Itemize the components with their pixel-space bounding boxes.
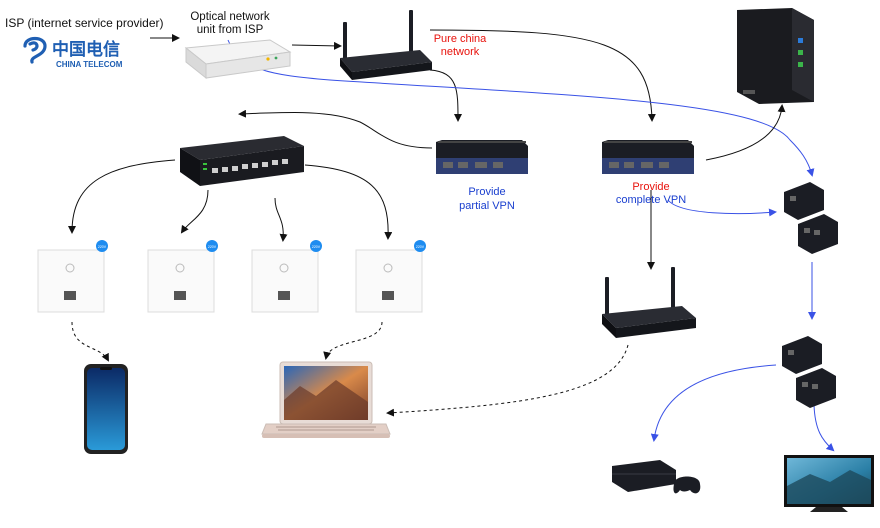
edge-router-complete	[429, 29, 656, 122]
edge-switch-ap3	[274, 197, 288, 242]
complete-vpn-node: Provide complete VPN	[602, 140, 694, 206]
edge-complete-nas	[705, 104, 786, 161]
ap-badge: 220V	[312, 245, 321, 249]
ap-badge: 220V	[98, 245, 107, 249]
powerline-adapter-bottom	[782, 336, 836, 408]
edge-ap1-phone	[71, 321, 109, 362]
china-telecom-logo: 中国电信 CHINA TELECOM	[23, 36, 123, 69]
complete-vpn-label-line2: complete VPN	[616, 194, 686, 206]
network-switch	[180, 136, 304, 186]
router-main-label-line1: Pure china	[434, 33, 487, 45]
nas-device	[737, 8, 814, 104]
mini-pc-icon	[436, 140, 528, 174]
game-console	[612, 460, 701, 494]
wall-access-point-1: 220V	[37, 240, 108, 313]
router-main-label-line2: network	[441, 46, 480, 58]
ont-label-line2: unit from ISP	[197, 24, 264, 36]
wall-access-point-4: 220V	[355, 240, 426, 313]
isp-node: ISP (internet service provider) 中国电信 CHI…	[5, 16, 164, 69]
isp-label: ISP (internet service provider)	[5, 16, 164, 30]
partial-vpn-label-line1: Provide	[468, 186, 505, 198]
router-main: Pure china network	[340, 10, 487, 80]
edge-complete-powerline-blue	[667, 199, 777, 217]
powerline-adapter-top	[784, 182, 838, 254]
laptop	[261, 361, 391, 438]
router-secondary	[602, 267, 696, 338]
gamepad	[673, 476, 701, 494]
edge-ap4-laptop	[323, 321, 383, 360]
edge-switch-ap2	[180, 189, 209, 234]
edge-switch-ap1	[68, 159, 176, 234]
wall-access-point-3: 220V	[251, 240, 322, 313]
edge-partial-switch	[238, 109, 433, 149]
edge-switch-ap4	[304, 164, 393, 240]
smartphone	[84, 364, 128, 454]
wall-access-point-2: 220V	[147, 240, 218, 313]
ont-label-line1: Optical network	[190, 11, 270, 23]
router-icon	[340, 10, 432, 80]
partial-vpn-label-line2: partial VPN	[459, 200, 515, 212]
edge-powerline-console	[650, 364, 777, 442]
ont-device	[184, 39, 292, 80]
ap-badge: 220V	[208, 245, 217, 249]
ap-badge: 220V	[416, 245, 425, 249]
television	[784, 455, 874, 512]
complete-vpn-label-line1: Provide	[632, 181, 669, 193]
partial-vpn-node: Provide partial VPN	[436, 140, 528, 212]
ont-node: Optical network unit from ISP	[184, 11, 292, 80]
connectors	[68, 29, 835, 452]
edge-ont-powerline-blue	[227, 39, 815, 177]
edge-powerline-tv	[813, 404, 835, 452]
mini-pc-icon	[602, 140, 694, 174]
edge-ont-router	[291, 41, 342, 50]
edge-router-partial	[429, 69, 462, 122]
logo-en-text: CHINA TELECOM	[56, 60, 123, 69]
logo-cn-text: 中国电信	[52, 39, 120, 59]
edge-router2-laptop	[386, 344, 629, 417]
